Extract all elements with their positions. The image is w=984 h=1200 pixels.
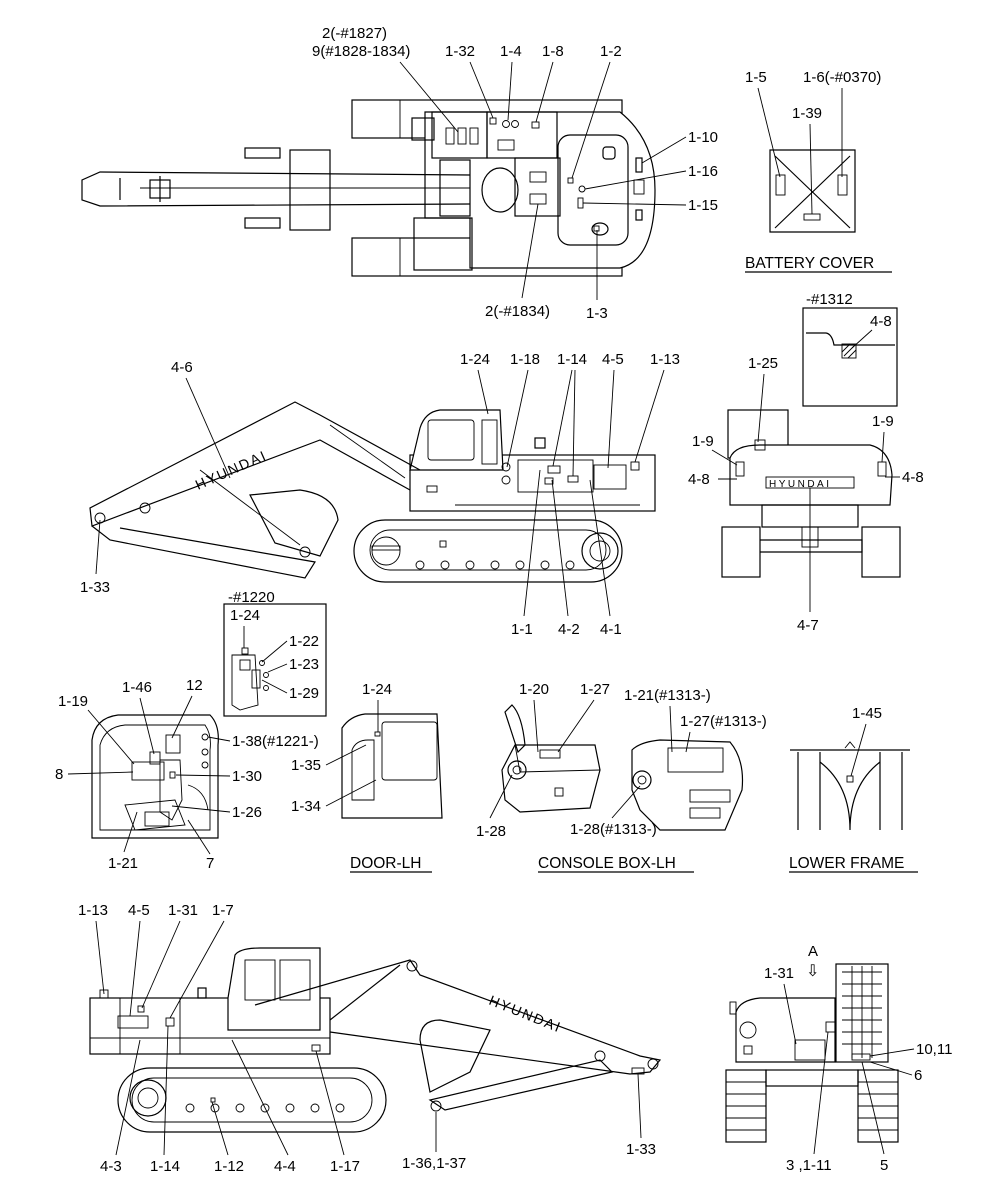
label-1-21-1313: 1-21(#1313-) <box>624 687 711 704</box>
label-1-8: 1-8 <box>542 43 564 60</box>
label-1-36-37: 1-36,1-37 <box>402 1155 466 1172</box>
label-1-6-0370: 1-6(-#0370) <box>803 69 881 86</box>
front-radiator-grid <box>842 966 882 1058</box>
label-1-34: 1-34 <box>291 798 321 815</box>
label-1-15: 1-15 <box>688 197 718 214</box>
label-1-24-inset: 1-24 <box>230 607 260 624</box>
label-2-1834: 2(-#1834) <box>485 303 550 320</box>
label-1-27-1313: 1-27(#1313-) <box>680 713 767 730</box>
label-9-1828: 9(#1828-1834) <box>312 43 410 60</box>
label-1-19: 1-19 <box>58 693 88 710</box>
label-1-10: 1-10 <box>688 129 718 146</box>
caption-battery-cover: BATTERY COVER <box>745 255 874 272</box>
label-1-2: 1-2 <box>600 43 622 60</box>
label-3-1-11: 3 ,1-11 <box>786 1157 832 1174</box>
caption-console-box-lh: CONSOLE BOX-LH <box>538 855 676 872</box>
label-1-13: 1-13 <box>650 351 680 368</box>
label-1220: -#1220 <box>228 589 275 606</box>
label-8: 8 <box>55 766 63 783</box>
side-view-lh: HYUNDAI <box>89 401 656 583</box>
label-4-1: 4-1 <box>600 621 622 638</box>
label-1-31-rh: 1-31 <box>168 902 198 919</box>
side-view-rh: HYUNDAI <box>89 947 662 1133</box>
label-1-26: 1-26 <box>232 804 262 821</box>
label-1-14: 1-14 <box>557 351 587 368</box>
caption-lower-frame: LOWER FRAME <box>789 855 904 872</box>
label-1-27: 1-27 <box>580 681 610 698</box>
label-1-30: 1-30 <box>232 768 262 785</box>
label-a: A <box>808 943 818 960</box>
side-view-rh-labels: 1-13 4-5 1-31 1-7 4-3 1-14 1-12 4-4 1-17… <box>78 902 656 1175</box>
top-view-labels: 2(-#1827) 9(#1828-1834) 1-32 1-4 1-8 1-2… <box>312 25 718 322</box>
label-4-8-left: 4-8 <box>688 471 710 488</box>
door-lh: 1-24 1-35 1-34 DOOR-LH <box>291 681 443 873</box>
label-1-24: 1-24 <box>460 351 490 368</box>
label-1-9-left: 1-9 <box>692 433 714 450</box>
label-1-28: 1-28 <box>476 823 506 840</box>
label-4-5-rh: 4-5 <box>128 902 150 919</box>
label-1312: -#1312 <box>806 291 853 308</box>
label-1-9-right: 1-9 <box>872 413 894 430</box>
label-1-21: 1-21 <box>108 855 138 872</box>
label-1-29: 1-29 <box>289 685 319 702</box>
label-1-33-rh: 1-33 <box>626 1141 656 1158</box>
label-1-1: 1-1 <box>511 621 533 638</box>
label-1-17: 1-17 <box>330 1158 360 1175</box>
label-4-4: 4-4 <box>274 1158 296 1175</box>
label-1-18: 1-18 <box>510 351 540 368</box>
label-6: 6 <box>914 1067 922 1084</box>
label-1-39: 1-39 <box>792 105 822 122</box>
label-1-31-front: 1-31 <box>764 965 794 982</box>
label-1-7: 1-7 <box>212 902 234 919</box>
label-1-23: 1-23 <box>289 656 319 673</box>
label-12: 12 <box>186 677 203 694</box>
label-1-22: 1-22 <box>289 633 319 650</box>
label-4-3: 4-3 <box>100 1158 122 1175</box>
track-rollers <box>415 560 575 570</box>
label-4-6: 4-6 <box>171 359 193 376</box>
label-4-8-right: 4-8 <box>902 469 924 486</box>
label-1-35: 1-35 <box>291 757 321 774</box>
rear-view: -#1312 4-8 HYUNDAI 1-25 1-9 1-9 4-8 4-8 … <box>688 291 924 634</box>
down-arrow-icon: ⇩ <box>806 963 819 980</box>
brand-boom-lh: HYUNDAI <box>193 447 270 493</box>
label-1-24-door: 1-24 <box>362 681 392 698</box>
cab-interior: -#1220 1-24 1-22 1-23 1-29 1-19 1-46 12 … <box>55 589 327 872</box>
label-1-33: 1-33 <box>80 579 110 596</box>
label-1-25: 1-25 <box>748 355 778 372</box>
label-1-32: 1-32 <box>445 43 475 60</box>
rh-track-rollers <box>185 1103 345 1113</box>
front-view: A ⇩ 1-31 10,11 6 3 ,1-11 5 <box>725 943 952 1174</box>
side-view-lh-labels: 4-6 1-24 1-18 1-14 4-5 1-13 1-33 1-1 4-2… <box>80 351 680 638</box>
label-1-14-rh: 1-14 <box>150 1158 180 1175</box>
label-1-38: 1-38(#1221-) <box>232 733 319 750</box>
brand-boom-rh: HYUNDAI <box>487 992 564 1036</box>
top-view <box>81 99 656 277</box>
label-2-1827: 2(-#1827) <box>322 25 387 42</box>
lower-frame: 1-45 LOWER FRAME <box>789 705 918 873</box>
label-1-20: 1-20 <box>519 681 549 698</box>
label-1-5: 1-5 <box>745 69 767 86</box>
label-4-5: 4-5 <box>602 351 624 368</box>
label-4-8-inset: 4-8 <box>870 313 892 330</box>
brand-rear: HYUNDAI <box>769 479 832 490</box>
label-5: 5 <box>880 1157 888 1174</box>
label-4-7: 4-7 <box>797 617 819 634</box>
caption-door-lh: DOOR-LH <box>350 855 421 872</box>
top-view-leaders <box>399 61 687 300</box>
label-1-3: 1-3 <box>586 305 608 322</box>
battery-cover: 1-5 1-6(-#0370) 1-39 BATTERY COVER <box>745 69 892 273</box>
label-1-16: 1-16 <box>688 163 718 180</box>
console-box-lh: 1-20 1-27 1-21(#1313-) 1-27(#1313-) 1-28… <box>476 681 767 873</box>
label-1-46: 1-46 <box>122 679 152 696</box>
label-1-12: 1-12 <box>214 1158 244 1175</box>
label-7: 7 <box>206 855 214 872</box>
label-4-2: 4-2 <box>558 621 580 638</box>
label-1-45: 1-45 <box>852 705 882 722</box>
label-1-28-1313: 1-28(#1313-) <box>570 821 657 838</box>
label-1-4: 1-4 <box>500 43 522 60</box>
label-1-13-rh: 1-13 <box>78 902 108 919</box>
label-10-11: 10,11 <box>916 1041 952 1058</box>
